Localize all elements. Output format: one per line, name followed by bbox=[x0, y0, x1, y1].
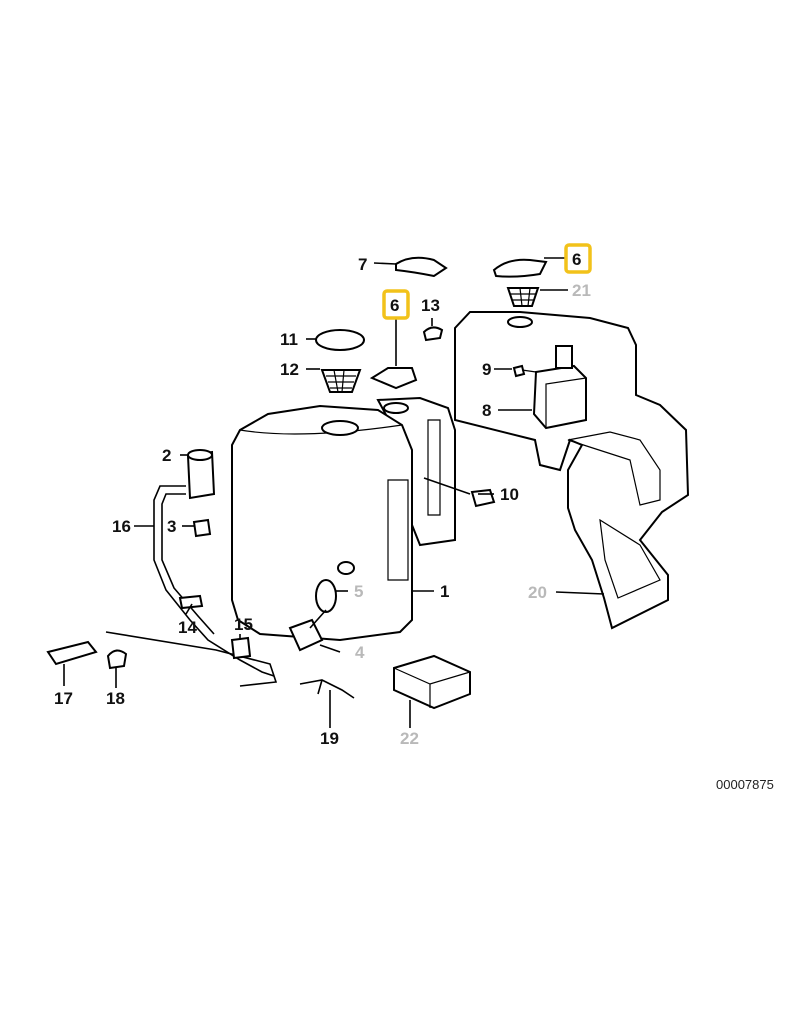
callout-21: 21 bbox=[572, 281, 591, 300]
callout-6-right: 6 bbox=[572, 250, 581, 269]
callout-11: 11 bbox=[280, 330, 298, 349]
sensor-part-4-stem bbox=[309, 609, 327, 629]
leader-lines bbox=[63, 257, 605, 728]
callout-6-left: 6 bbox=[390, 296, 399, 315]
plate-part-7 bbox=[395, 256, 448, 278]
seal-left bbox=[383, 402, 409, 414]
callout-4: 4 bbox=[355, 643, 365, 662]
hose-part-16-inner bbox=[161, 493, 215, 635]
nozzle-part-17 bbox=[46, 640, 98, 666]
main-tank-body bbox=[231, 404, 413, 642]
pad-part-22 bbox=[393, 654, 471, 710]
main-tank-side-slot bbox=[387, 479, 409, 581]
highlight-box-6-right bbox=[564, 243, 592, 274]
callout-22: 22 bbox=[400, 729, 419, 748]
bolt-part-19 bbox=[299, 679, 355, 699]
clip-part-18 bbox=[106, 649, 128, 670]
callout-7: 7 bbox=[358, 255, 367, 274]
strainer-mesh-12 bbox=[326, 369, 356, 393]
callout-8: 8 bbox=[482, 401, 491, 420]
callout-16: 16 bbox=[112, 517, 131, 536]
hose-part-16 bbox=[153, 485, 275, 677]
valve-part-15 bbox=[230, 636, 252, 660]
right-reservoir-neck bbox=[507, 316, 533, 328]
pad-part-22-edge bbox=[393, 667, 471, 708]
strainer-part-12 bbox=[320, 369, 362, 393]
screw-part-9-shank bbox=[521, 369, 537, 373]
cap-part-11 bbox=[315, 329, 365, 351]
module-part-8 bbox=[532, 364, 587, 430]
right-reservoir-lower bbox=[599, 518, 661, 599]
callout-3: 3 bbox=[167, 517, 176, 536]
right-reservoir-inner bbox=[567, 431, 661, 506]
highlight-box-6-left bbox=[382, 289, 410, 320]
callout-2: 2 bbox=[162, 446, 171, 465]
main-tank-neck bbox=[321, 420, 359, 436]
bracket-part-10 bbox=[470, 488, 496, 508]
callout-12: 12 bbox=[280, 360, 299, 379]
callout-10: 10 bbox=[500, 485, 519, 504]
hose-part-17-line bbox=[105, 631, 278, 687]
cap-part-6-left bbox=[369, 367, 418, 390]
bracket-module bbox=[555, 345, 573, 369]
callout-15: 15 bbox=[234, 615, 253, 634]
strainer-mesh-21 bbox=[510, 287, 536, 307]
main-tank-rim bbox=[239, 424, 403, 435]
rear-tank-slot bbox=[427, 419, 441, 516]
cap-part-6-right bbox=[492, 258, 548, 278]
callout-18: 18 bbox=[106, 689, 125, 708]
sensor-part-4-body bbox=[315, 579, 337, 613]
callout-17: 17 bbox=[54, 689, 73, 708]
callouts: 1 2 3 4 5 6 6 7 8 9 10 11 12 13 14 15 16… bbox=[54, 243, 592, 748]
module-part-8-edge bbox=[545, 377, 587, 428]
callout-1: 1 bbox=[440, 582, 449, 601]
connector-part-14 bbox=[178, 594, 204, 610]
callout-14: 14 bbox=[178, 618, 197, 637]
callout-20: 20 bbox=[528, 583, 547, 602]
plug-part-13 bbox=[422, 326, 444, 342]
callout-5: 5 bbox=[354, 582, 363, 601]
reference-code: 00007875 bbox=[716, 777, 774, 792]
grommet-part-3 bbox=[192, 518, 212, 538]
right-reservoir-body bbox=[454, 311, 690, 630]
callout-9: 9 bbox=[482, 360, 491, 379]
sensor-part-4 bbox=[288, 618, 324, 652]
callout-19: 19 bbox=[320, 729, 339, 748]
strainer-part-21 bbox=[506, 287, 540, 307]
screw-part-9 bbox=[512, 364, 526, 378]
pump-part-2-top bbox=[187, 449, 213, 461]
callout-13: 13 bbox=[421, 296, 440, 315]
grommet-part-5 bbox=[337, 561, 355, 575]
